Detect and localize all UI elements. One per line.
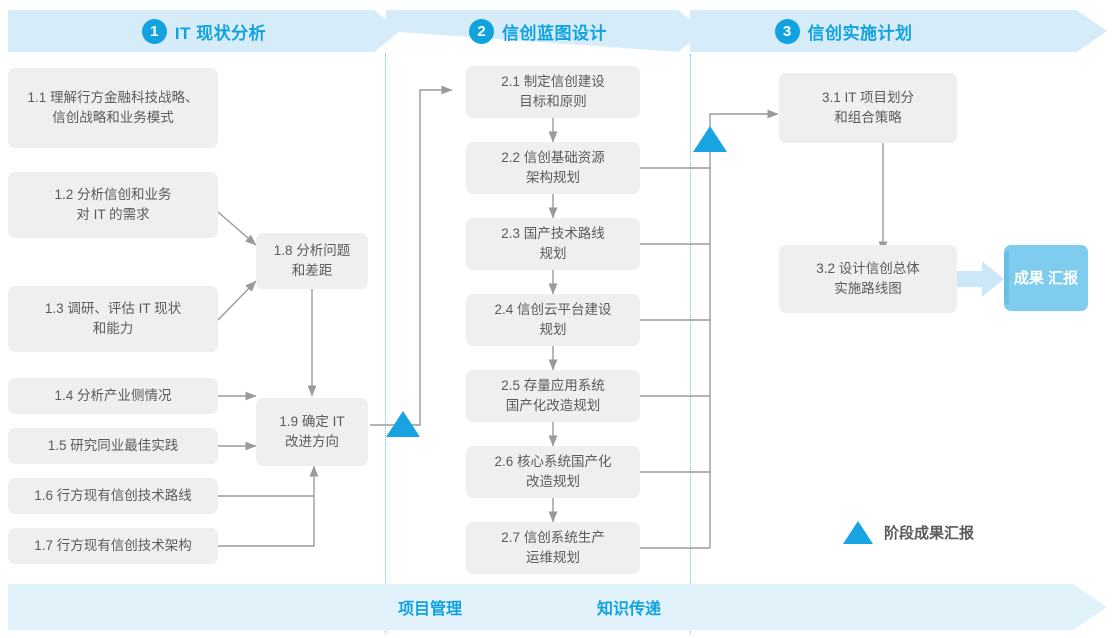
task-box-1-8[interactable]: 1.8 分析问题 和差距 <box>256 233 368 289</box>
task-box-1-3[interactable]: 1.3 调研、评估 IT 现状 和能力 <box>8 286 218 352</box>
phase-header-2[interactable]: 2 信创蓝图设计 <box>386 10 704 52</box>
task-2-1-line1: 2.1 制定信创建设 <box>501 74 605 89</box>
task-2-4-line2: 规划 <box>539 322 567 337</box>
task-1-6-label: 1.6 行方现有信创技术路线 <box>34 488 192 503</box>
task-2-6-line2: 改造规划 <box>526 474 580 489</box>
phase-1-number: 1 <box>141 18 167 44</box>
task-3-2-line1: 3.2 设计信创总体 <box>816 261 920 276</box>
task-box-3-1[interactable]: 3.1 IT 项目划分 和组合策略 <box>779 73 957 143</box>
task-1-8-line2: 和差距 <box>291 263 333 278</box>
task-2-3-line1: 2.3 国产技术路线 <box>501 226 605 241</box>
task-box-2-6[interactable]: 2.6 核心系统国产化 改造规划 <box>466 446 640 498</box>
phase-header-3-shape <box>690 10 1107 52</box>
milestone-triangle-stage1 <box>386 411 420 437</box>
result-line1: 成果 <box>1013 269 1044 287</box>
task-2-3-line2: 规划 <box>539 246 567 261</box>
triangle-marker-icon <box>843 521 873 544</box>
task-box-2-1[interactable]: 2.1 制定信创建设 目标和原则 <box>466 66 640 118</box>
task-2-7-line1: 2.7 信创系统生产 <box>501 530 605 545</box>
task-2-1-line2: 目标和原则 <box>519 94 587 109</box>
task-1-9-line1: 1.9 确定 IT <box>279 414 345 429</box>
phase-divider-1 <box>385 54 386 634</box>
task-2-7-line2: 运维规划 <box>526 550 580 565</box>
phase-3-title: 信创实施计划 <box>807 23 913 43</box>
phase-2-title: 信创蓝图设计 <box>502 23 607 43</box>
phase-header-1-shape <box>8 10 400 52</box>
task-box-1-9[interactable]: 1.9 确定 IT 改进方向 <box>256 398 368 466</box>
task-box-1-6[interactable]: 1.6 行方现有信创技术路线 <box>8 478 218 514</box>
task-2-5-line2: 国产化改造规划 <box>505 398 601 413</box>
task-3-2-line2: 实施路线图 <box>834 281 902 296</box>
task-box-1-2[interactable]: 1.2 分析信创和业务 对 IT 的需求 <box>8 172 218 238</box>
phase-1-title: IT 现状分析 <box>174 23 267 43</box>
phase-header-3[interactable]: 3 信创实施计划 <box>690 10 1107 52</box>
task-3-1-line1: 3.1 IT 项目划分 <box>821 90 915 105</box>
task-1-5-label: 1.5 研究同业最佳实践 <box>47 438 179 453</box>
task-1-3-line1: 1.3 调研、评估 IT 现状 <box>44 301 182 316</box>
task-box-3-2[interactable]: 3.2 设计信创总体 实施路线图 <box>779 245 957 313</box>
task-2-5-line1: 2.5 存量应用系统 <box>501 378 605 393</box>
task-box-1-1[interactable]: 1.1 理解行方金融科技战略、 信创战略和业务模式 <box>8 68 218 148</box>
bottom-label-project-management: 项目管理 <box>398 601 463 618</box>
result-report-box[interactable]: 成果 汇报 <box>1004 245 1088 311</box>
task-box-2-7[interactable]: 2.7 信创系统生产 运维规划 <box>466 522 640 574</box>
task-1-1-line2: 信创战略和业务模式 <box>52 110 174 125</box>
task-1-7-label: 1.7 行方现有信创技术架构 <box>34 538 192 553</box>
task-1-2-line2: 对 IT 的需求 <box>76 207 150 222</box>
bottom-band: 项目管理 知识传递 <box>8 584 1107 630</box>
legend-label: 阶段成果汇报 <box>884 525 975 542</box>
task-1-1-line1: 1.1 理解行方金融科技战略、 <box>27 90 199 105</box>
task-2-4-line1: 2.4 信创云平台建设 <box>494 302 612 317</box>
task-1-8-line1: 1.8 分析问题 <box>273 243 351 258</box>
task-box-2-3[interactable]: 2.3 国产技术路线 规划 <box>466 218 640 270</box>
task-box-2-5[interactable]: 2.5 存量应用系统 国产化改造规划 <box>466 370 640 422</box>
legend: 阶段成果汇报 <box>843 521 974 544</box>
result-line2: 汇报 <box>1048 269 1079 287</box>
task-2-2-line1: 2.2 信创基础资源 <box>501 150 605 165</box>
phase-2-number: 2 <box>469 18 494 44</box>
task-box-1-4[interactable]: 1.4 分析产业侧情况 <box>8 378 218 414</box>
phase-3-number: 3 <box>774 18 800 44</box>
phase-header-1[interactable]: 1 IT 现状分析 <box>8 10 400 52</box>
task-2-2-line2: 架构规划 <box>526 170 580 185</box>
bottom-label-knowledge-transfer: 知识传递 <box>597 601 662 618</box>
bottom-band-shape <box>8 584 1107 630</box>
task-2-6-line1: 2.6 核心系统国产化 <box>494 454 612 469</box>
milestone-triangle-stage2 <box>693 126 727 152</box>
task-1-9-line2: 改进方向 <box>284 434 339 449</box>
task-box-2-2[interactable]: 2.2 信创基础资源 架构规划 <box>466 142 640 194</box>
task-3-1-line2: 和组合策略 <box>834 110 902 125</box>
task-1-4-label: 1.4 分析产业侧情况 <box>54 388 172 403</box>
task-1-2-line1: 1.2 分析信创和业务 <box>54 187 172 202</box>
task-box-1-5[interactable]: 1.5 研究同业最佳实践 <box>8 428 218 464</box>
task-box-2-4[interactable]: 2.4 信创云平台建设 规划 <box>466 294 640 346</box>
phase-divider-2 <box>690 54 691 634</box>
task-1-3-line2: 和能力 <box>92 321 134 336</box>
task-box-1-7[interactable]: 1.7 行方现有信创技术架构 <box>8 528 218 564</box>
